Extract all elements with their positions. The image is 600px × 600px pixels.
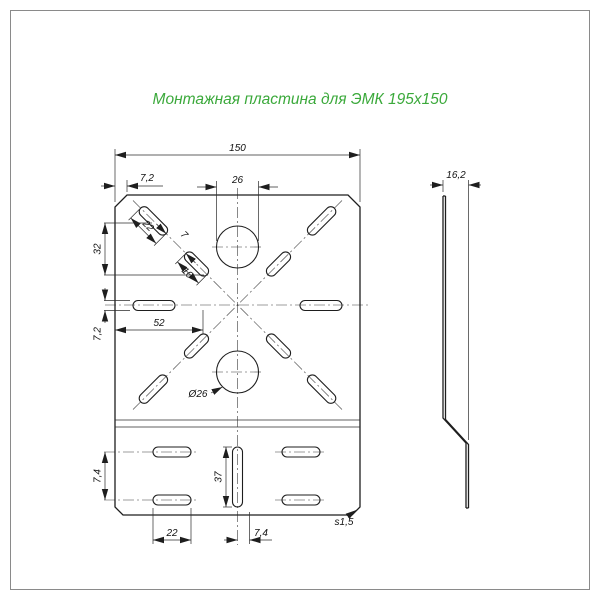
dim-label-32: 32 bbox=[93, 243, 104, 255]
dim-label-26: 26 bbox=[231, 175, 244, 186]
dim-bottom-slot: 22 bbox=[152, 508, 192, 544]
front-view: 150 7,2 26 22 7 bbox=[93, 143, 368, 545]
dim-left-upper: 32 bbox=[93, 222, 204, 276]
dim-label-dia26: Ø26 bbox=[188, 389, 208, 400]
slot-bottom bbox=[281, 494, 321, 506]
dim-label-7-2-slot: 7,2 bbox=[93, 327, 104, 341]
dim-left-lower: 7,4 bbox=[93, 452, 109, 500]
dim-mid-width: 52 bbox=[115, 310, 204, 334]
dim-hole-offset: 26 bbox=[197, 175, 278, 241]
dim-overall-width: 150 bbox=[114, 143, 361, 202]
slot-vertical bbox=[231, 446, 244, 508]
slot-diagonal bbox=[138, 374, 169, 404]
bend-lines bbox=[115, 419, 360, 428]
dim-label-22-bottom: 22 bbox=[165, 528, 178, 539]
slot-bottom bbox=[281, 446, 321, 458]
dim-depth: 16,2 bbox=[430, 170, 481, 440]
dim-label-7-4-left: 7,4 bbox=[93, 469, 104, 483]
slot-diagonal bbox=[306, 206, 337, 236]
dim-diag-slot: 22 bbox=[128, 209, 165, 246]
dim-diag-inner: 10 bbox=[175, 254, 206, 286]
dim-thickness: s1,5 bbox=[335, 509, 357, 528]
profile-inner-line bbox=[444, 196, 470, 508]
profile-outer-line bbox=[442, 196, 467, 508]
dim-label-7-4-bottom: 7,4 bbox=[254, 528, 268, 539]
hole-circle-upper bbox=[215, 225, 260, 269]
dim-label-16-2: 16,2 bbox=[446, 170, 466, 181]
hole-circle-lower bbox=[215, 350, 260, 394]
dim-bottom-gap: 7,4 bbox=[224, 512, 272, 544]
dim-corner: 7,2 bbox=[101, 173, 163, 192]
dim-label-7-2: 7,2 bbox=[140, 173, 154, 184]
dim-label-7: 7 bbox=[178, 229, 190, 241]
drawing-title: Монтажная пластина для ЭМК 195х150 bbox=[153, 91, 448, 108]
slot-bottom bbox=[152, 446, 192, 458]
centerlines bbox=[104, 188, 368, 545]
dim-slot-width: 7,2 bbox=[93, 288, 130, 341]
dim-label-s1-5: s1,5 bbox=[335, 517, 354, 528]
dim-label-22-diag: 22 bbox=[139, 218, 156, 235]
dim-label-37: 37 bbox=[214, 471, 225, 483]
slot-horizontal bbox=[132, 299, 176, 312]
slot-diagonal bbox=[265, 333, 292, 359]
slot-bottom bbox=[152, 494, 192, 506]
slot-horizontal bbox=[299, 299, 343, 312]
slot-diagonal bbox=[183, 333, 210, 359]
diagonal-centerline bbox=[132, 200, 343, 410]
dim-label-52: 52 bbox=[153, 318, 165, 329]
side-view: 16,2 bbox=[430, 170, 481, 509]
dim-hole-dia: Ø26 bbox=[188, 386, 223, 400]
dim-center-slot: 37 bbox=[214, 446, 232, 508]
slot-diagonal bbox=[306, 374, 337, 404]
dim-label-150: 150 bbox=[229, 143, 246, 154]
sheet-border bbox=[10, 10, 590, 590]
slot-diagonal bbox=[265, 251, 292, 277]
